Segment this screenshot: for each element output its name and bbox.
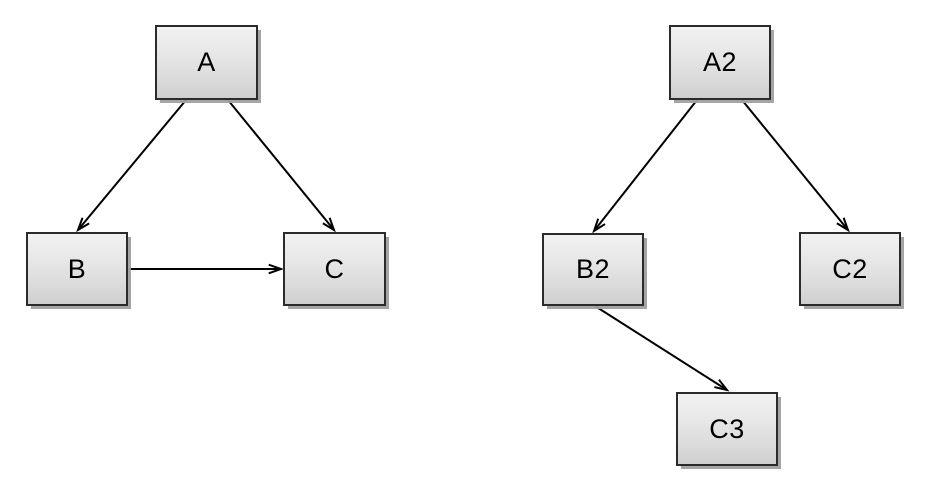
- edge-line: [593, 99, 698, 232]
- node-c[interactable]: C: [283, 232, 386, 306]
- node-label: C: [324, 253, 345, 284]
- arrowhead-icon: [322, 217, 336, 233]
- edge-line: [594, 305, 728, 391]
- node-label: C2: [832, 253, 868, 284]
- node-label: B2: [575, 254, 611, 284]
- node-c2[interactable]: C2: [799, 232, 901, 306]
- node-b[interactable]: B: [26, 232, 128, 306]
- node-label: C3: [709, 413, 745, 444]
- node-a[interactable]: A: [155, 25, 258, 100]
- node-a2[interactable]: A2: [669, 25, 771, 100]
- edge-a2-c2: [741, 99, 850, 233]
- arrowhead-icon: [714, 379, 730, 392]
- arrowhead-icon: [76, 217, 90, 233]
- edge-a2-b2: [592, 99, 698, 234]
- edge-a-c: [227, 99, 336, 233]
- edge-b2-c3: [594, 305, 730, 392]
- arrowhead-icon: [268, 263, 284, 275]
- node-label: A2: [702, 47, 738, 77]
- edge-line: [741, 99, 849, 231]
- arrowhead-icon: [836, 217, 850, 233]
- node-label: A: [197, 47, 216, 77]
- edge-b-c: [129, 263, 284, 275]
- node-c3[interactable]: C3: [676, 392, 778, 466]
- edge-line: [77, 99, 187, 231]
- edge-a-b: [76, 99, 187, 233]
- node-b2[interactable]: B2: [542, 233, 644, 306]
- node-label: B: [67, 253, 87, 284]
- edge-line: [227, 99, 335, 231]
- arrowhead-icon: [592, 218, 606, 234]
